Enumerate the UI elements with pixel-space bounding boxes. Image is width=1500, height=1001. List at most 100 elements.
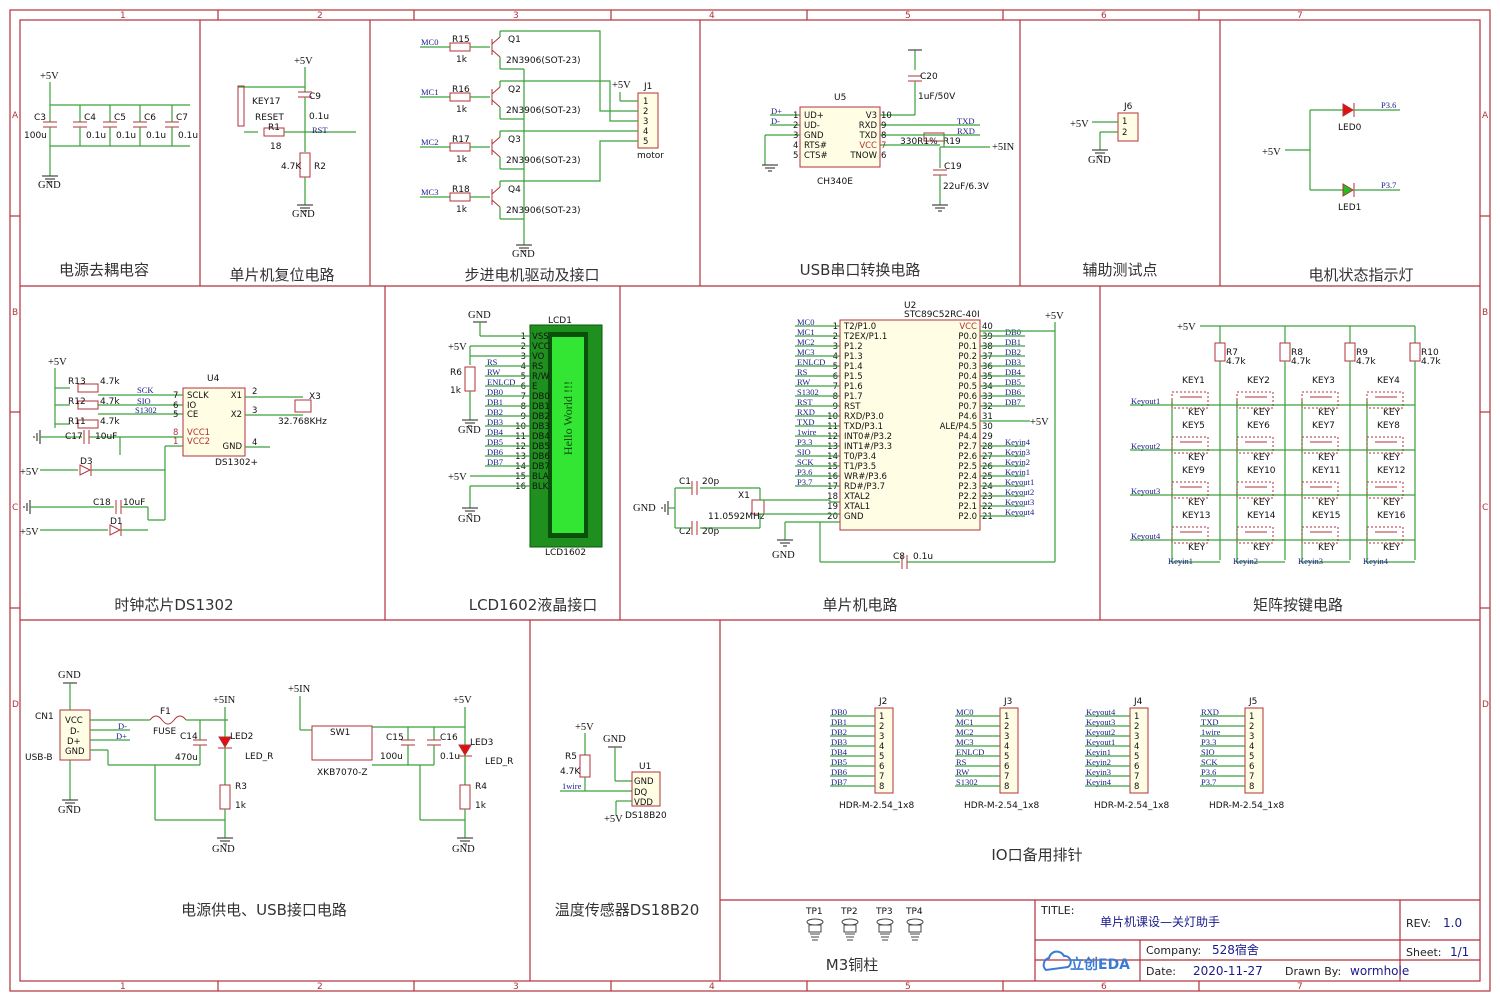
r3-value: 1k xyxy=(235,801,247,811)
key-ref: KEY8 xyxy=(1377,421,1400,431)
gnd-label: GND xyxy=(512,249,535,260)
key-label: KEY xyxy=(1318,543,1336,553)
power-label-5v: +5V xyxy=(575,722,594,733)
key-switch xyxy=(1366,481,1404,499)
lcd-pin-name: BLA xyxy=(532,472,549,482)
header-pin-number: 4 xyxy=(879,742,884,752)
u2-pin-number: 27 xyxy=(982,452,993,462)
u2-net-label: RXD xyxy=(797,407,815,417)
j1-pin-number: 5 xyxy=(643,137,648,147)
key-matrix-circuit: +5V R74.7kR84.7kR94.7kR104.7kKeyout1Keyo… xyxy=(1130,322,1441,566)
key-switch xyxy=(1301,391,1339,409)
u5-pin-name: CTS# xyxy=(804,151,828,161)
c16-value: 0.1u xyxy=(440,752,460,762)
header-net-label: DB7 xyxy=(831,777,847,787)
u4-pin-number: 4 xyxy=(252,438,257,448)
grid-col-label: 2 xyxy=(317,11,323,21)
grid-row-label: B xyxy=(1482,308,1488,318)
pullup-resistor xyxy=(1409,342,1421,362)
grid-col-label: 3 xyxy=(513,11,519,21)
header-pin-number: 8 xyxy=(1134,782,1139,792)
transistor-ref: Q4 xyxy=(508,185,521,195)
date-value: 2020-11-27 xyxy=(1193,964,1263,978)
key-switch xyxy=(1366,391,1404,409)
lcd-pin-name: DB3 xyxy=(532,422,550,432)
cap-ref: C4 xyxy=(84,113,96,123)
u4-pin-number: 2 xyxy=(252,387,257,397)
temp-sensor-circuit: +5V R5 4.7K 1wire GND U1 GND DQ VDD DS18… xyxy=(560,722,667,825)
u2-pin-number: 3 xyxy=(833,342,838,352)
header-net-label: Keyout3 xyxy=(1086,717,1115,727)
c15-value: 100u xyxy=(380,752,403,762)
c19-ref: C19 xyxy=(944,162,962,172)
power-label-5v: +5V xyxy=(20,467,39,478)
u5-pin-number: 3 xyxy=(793,131,798,141)
grid-row-label: B xyxy=(12,308,18,318)
gnd-label: GND xyxy=(38,180,61,191)
header-pin-number: 4 xyxy=(1249,742,1254,752)
x1-value: 11.0592MHz xyxy=(708,512,765,522)
u2-pin-name: P2.6 xyxy=(958,452,977,462)
section-title-lcd: LCD1602液晶接口 xyxy=(469,596,598,614)
header-net-label: P3.3 xyxy=(1201,737,1216,747)
key-label: KEY xyxy=(1188,453,1206,463)
c8-ref: C8 xyxy=(893,552,905,562)
u2-net-label: RST xyxy=(797,397,813,407)
u2-net-label: RS xyxy=(797,367,808,377)
u2-pin-number: 28 xyxy=(982,442,993,452)
keyout-net-label: Keyout4 xyxy=(1131,531,1161,541)
u2-net-label: Keyout1 xyxy=(1005,477,1034,487)
grid-row-label: A xyxy=(1482,111,1489,121)
key-ref: KEY2 xyxy=(1247,376,1270,386)
resistor-value: 1k xyxy=(456,55,468,65)
r1-value: 18 xyxy=(270,142,282,152)
u2-pin-name: P1.5 xyxy=(844,372,863,382)
section-title-standoff: M3铜柱 xyxy=(826,956,879,974)
u1-pin-vdd: VDD xyxy=(634,798,653,808)
header-net-label: DB1 xyxy=(831,717,847,727)
header-pin-number: 5 xyxy=(879,752,884,762)
header-net-label: TXD xyxy=(1201,717,1218,727)
header-net-label: MC2 xyxy=(956,727,973,737)
header-net-label: DB5 xyxy=(831,757,847,767)
cn1-pin-dp: D+ xyxy=(67,737,81,747)
standoff-icon xyxy=(906,918,924,926)
u2-pin-name: P2.2 xyxy=(958,492,977,502)
c2-ref: C2 xyxy=(679,527,691,537)
cap-value: 0.1u xyxy=(116,131,136,141)
grid-col-label: 7 xyxy=(1297,11,1303,21)
header-ref: J5 xyxy=(1248,697,1257,707)
r6-value: 1k xyxy=(450,386,462,396)
key-label: KEY xyxy=(1253,453,1271,463)
r6-ref: R6 xyxy=(450,368,462,378)
header-pin-number: 5 xyxy=(1249,752,1254,762)
r5-ref: R5 xyxy=(565,752,577,762)
company-label: Company: xyxy=(1146,944,1201,957)
u2-net-label: Keyin1 xyxy=(1005,467,1030,477)
u2-net-label: DB0 xyxy=(1005,327,1021,337)
header-net-label: ENLCD xyxy=(956,747,984,757)
header-net-label: S1302 xyxy=(956,777,978,787)
u5-pin-number: 4 xyxy=(793,141,798,151)
key-label: KEY xyxy=(1188,543,1206,553)
section-title-decoupling: 电源去耦电容 xyxy=(59,261,149,279)
r11-value: 4.7k xyxy=(100,417,120,427)
c20-ref: C20 xyxy=(920,72,938,82)
cn1-label: USB-B xyxy=(25,753,53,763)
u2-pin-number: 22 xyxy=(982,502,993,512)
lcd-pin-number: 10 xyxy=(515,422,526,432)
u2-part: STC89C52RC-40I xyxy=(904,310,980,320)
x3-ref: X3 xyxy=(309,392,321,402)
u2-net-label: DB4 xyxy=(1005,367,1022,377)
power-label-5v: +5V xyxy=(40,71,59,82)
resistor-value: 4.7k xyxy=(1226,357,1246,367)
grid-row-label: D xyxy=(1482,700,1489,710)
u2-net-label: RW xyxy=(797,377,810,387)
lcd-pin-name: VSS xyxy=(532,332,549,342)
cn1-pin-vcc: VCC xyxy=(65,716,83,726)
lcd-net-label: DB3 xyxy=(487,417,503,427)
u2-pin-name: XTAL2 xyxy=(844,492,870,502)
key-label: KEY xyxy=(1318,498,1336,508)
u2-pin-number: 34 xyxy=(982,382,993,392)
